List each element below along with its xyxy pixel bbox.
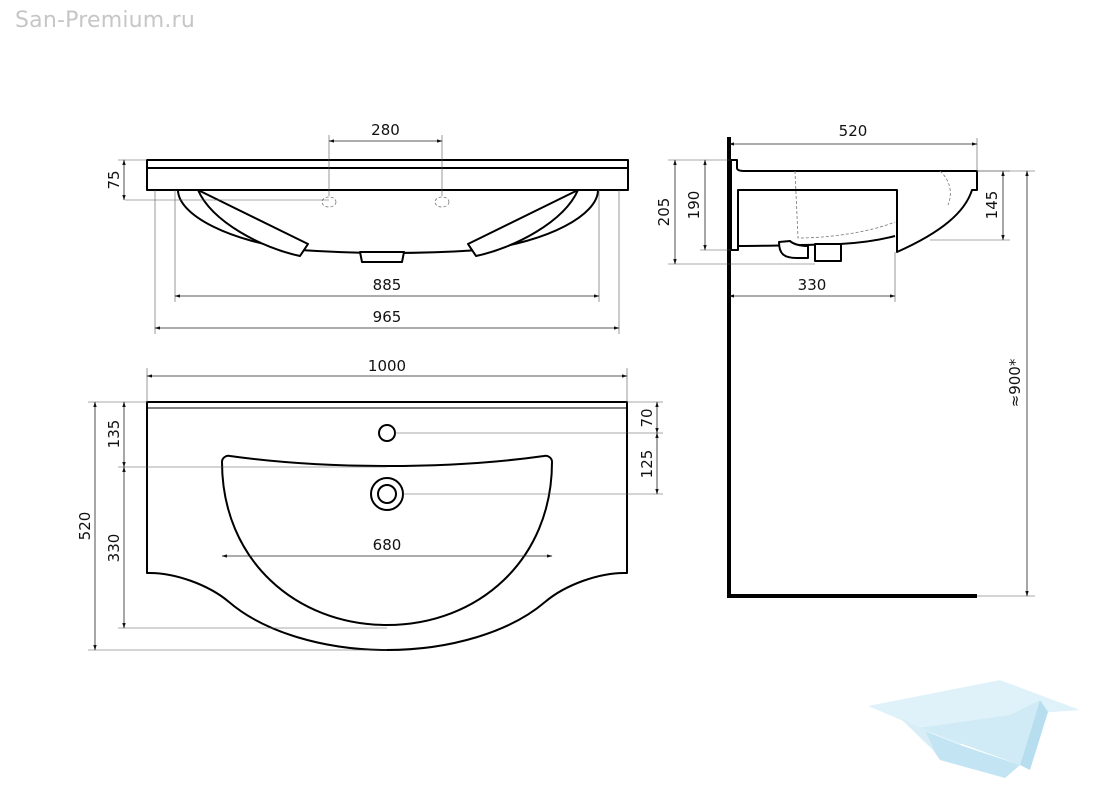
top-drain-inner <box>377 484 397 504</box>
top-bowl <box>221 454 553 626</box>
dim-125: 125 <box>638 450 656 479</box>
side-body <box>730 159 978 253</box>
dim-75: 75 <box>105 170 123 189</box>
dim-520-side: 520 <box>839 122 868 140</box>
dim-190: 190 <box>685 191 703 220</box>
side-drain <box>778 240 809 259</box>
front-rim-top <box>146 159 629 169</box>
top-outline <box>146 401 628 651</box>
dim-1000: 1000 <box>368 357 406 375</box>
dim-280: 280 <box>371 121 400 139</box>
front-left-leg <box>197 189 309 257</box>
dim-135: 135 <box>105 420 123 449</box>
brand-logo <box>868 680 1080 778</box>
dim-330-top: 330 <box>105 534 123 563</box>
top-view: 1000 520 135 330 70 125 680 <box>76 357 663 651</box>
dim-330-side: 330 <box>798 276 827 294</box>
dim-145: 145 <box>983 191 1001 220</box>
wall-and-floor <box>727 137 977 598</box>
front-rim <box>146 167 629 191</box>
watermark-text: San-Premium.ru <box>15 8 196 33</box>
front-drain <box>359 251 405 263</box>
side-drain-pipe <box>814 243 842 262</box>
dim-885: 885 <box>373 276 402 294</box>
dim-965: 965 <box>373 308 402 326</box>
dim-205: 205 <box>655 198 673 227</box>
dim-900: ≈900* <box>1006 358 1024 407</box>
front-tap-hole-right <box>434 196 450 208</box>
dim-680: 680 <box>373 536 402 554</box>
dim-70: 70 <box>638 408 656 427</box>
front-tap-hole-left <box>321 196 337 208</box>
front-view: 280 75 885 965 <box>105 121 629 334</box>
top-tap-hole <box>378 424 396 442</box>
side-view: 520 205 190 145 330 ≈900* <box>655 122 1035 598</box>
front-right-leg <box>467 189 579 257</box>
dim-520-left: 520 <box>76 512 94 541</box>
